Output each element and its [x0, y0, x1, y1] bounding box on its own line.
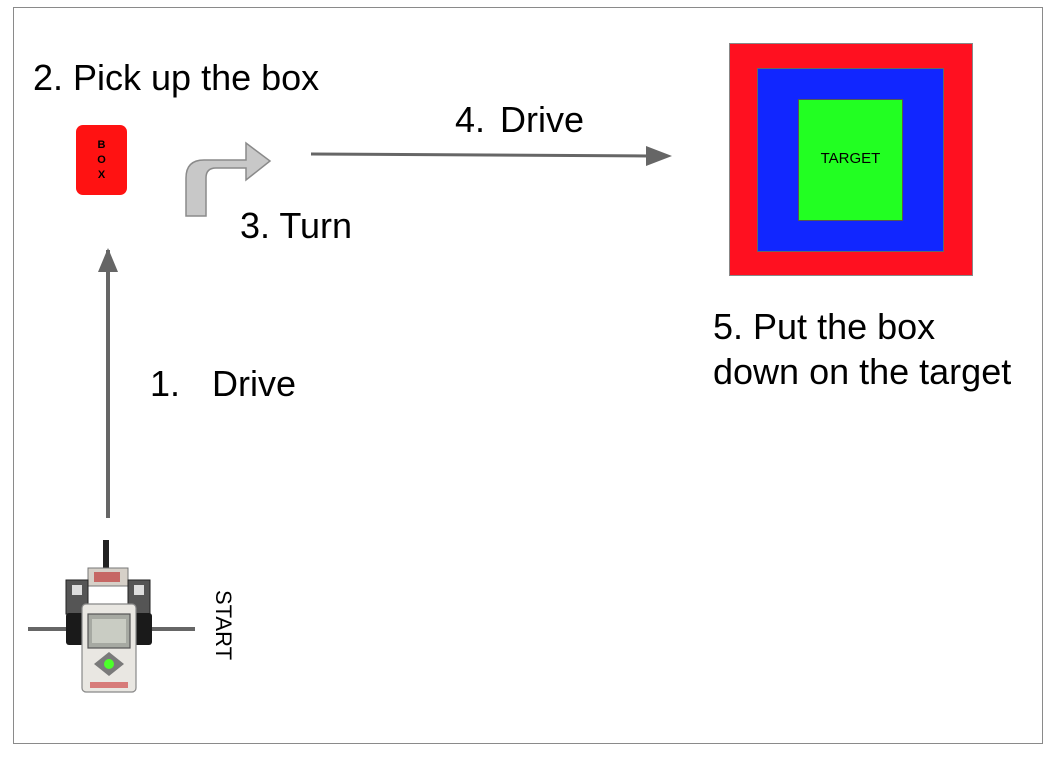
start-label: START	[211, 589, 237, 661]
step-5-label-line-2: down on the target	[713, 351, 1012, 392]
drive-right-arrow	[310, 152, 649, 158]
drive-right-arrow-head	[646, 146, 672, 166]
target-inner-square	[798, 99, 903, 221]
step-4-number: 4.	[455, 99, 486, 140]
turn-arrow-icon	[185, 141, 272, 217]
box-letter: X	[97, 168, 106, 181]
target-label: TARGET	[820, 150, 881, 167]
step-1-label: Drive	[212, 363, 297, 404]
box-letter: B	[97, 138, 106, 151]
step-4-label: Drive	[500, 99, 585, 140]
step-2-label: 2. Pick up the box	[33, 57, 320, 98]
step-5-label-line-1: 5. Put the box	[713, 306, 936, 347]
step-1-number: 1.	[150, 363, 181, 404]
box-item: B O X	[76, 125, 127, 195]
drive-up-arrow-head	[98, 248, 118, 272]
robot-icon	[28, 540, 195, 693]
step-3-label: 3. Turn	[240, 205, 353, 246]
box-letter: O	[97, 153, 106, 166]
